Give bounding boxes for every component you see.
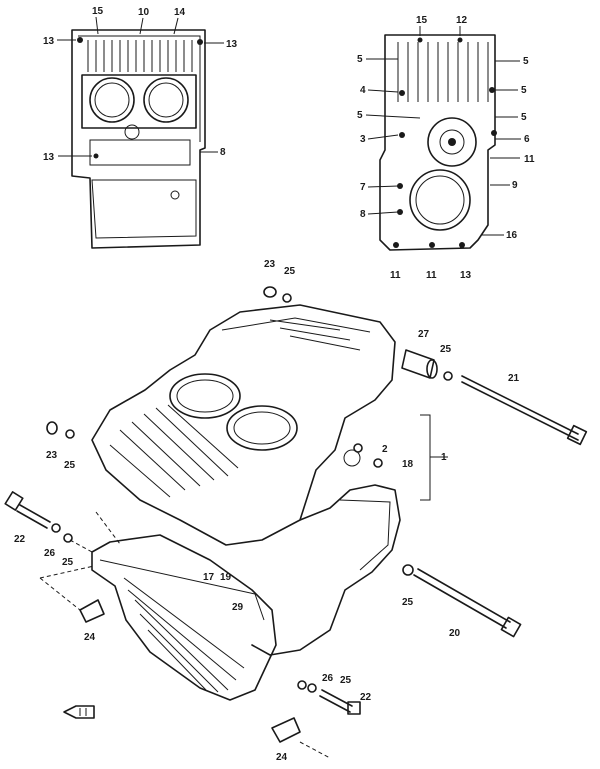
part-label: 3 [360, 134, 366, 145]
part-label: 7 [360, 182, 366, 193]
crankcase-assembly [91, 304, 401, 701]
part-label: 9 [512, 180, 518, 191]
part-label: 11 [390, 270, 401, 281]
bolt-22-right [319, 689, 361, 715]
dowel-27 [401, 349, 438, 379]
part-labels: 15 10 14 13 13 13 8 15 12 5 5 5 5 5 4 3 … [14, 6, 535, 763]
part-label: 22 [360, 692, 372, 703]
part-label: 5 [521, 112, 527, 123]
part-label: 25 [402, 597, 414, 608]
part-label: 17 [203, 572, 215, 583]
part-label: 27 [418, 329, 430, 340]
bolt-22-left [4, 491, 51, 529]
bolt-21 [461, 375, 588, 446]
part-label: 8 [220, 147, 226, 158]
part-label: 11 [524, 154, 535, 165]
part-label: 22 [14, 534, 26, 545]
part-label: 18 [402, 459, 414, 470]
part-label: 16 [506, 230, 518, 241]
part-label: 1 [441, 452, 447, 463]
part-label: 26 [322, 673, 334, 684]
part-label: 21 [508, 373, 520, 384]
part-label: 5 [357, 110, 363, 121]
part-label: 23 [264, 259, 276, 270]
part-label: 25 [284, 266, 296, 277]
part-label: 2 [382, 444, 388, 455]
part-label: 24 [84, 632, 96, 643]
hardware [4, 286, 588, 759]
part-label: 19 [220, 572, 232, 583]
upper-crankcase-top-view [71, 29, 206, 249]
part-label: 13 [226, 39, 238, 50]
part-label: 24 [276, 752, 288, 763]
part-label: 13 [43, 36, 55, 47]
part-label: 5 [521, 85, 527, 96]
part-label: 4 [360, 85, 366, 96]
bolt-20 [413, 568, 522, 638]
part-label: 13 [460, 270, 472, 281]
part-label: 5 [523, 56, 529, 67]
part-label: 25 [64, 460, 76, 471]
part-label: 26 [44, 548, 56, 559]
part-label: 20 [449, 628, 461, 639]
part-label: 8 [360, 209, 366, 220]
part-label: 25 [340, 675, 352, 686]
front-arrow-icon [63, 705, 95, 719]
part-label: 5 [357, 54, 363, 65]
part-label: 15 [416, 15, 428, 26]
part-label: 14 [174, 7, 186, 18]
part-label: 13 [43, 152, 55, 163]
part-label: 6 [524, 134, 530, 145]
lower-crankcase-bottom-view [379, 34, 497, 251]
part-label: 25 [440, 344, 452, 355]
part-label: 25 [62, 557, 74, 568]
part-label: 29 [232, 602, 244, 613]
part-label: 11 [426, 270, 437, 281]
part-label: 15 [92, 6, 104, 17]
part-label: 12 [456, 15, 468, 26]
part-label: 23 [46, 450, 58, 461]
leader-lines [57, 16, 521, 236]
part-label: 10 [138, 7, 150, 18]
